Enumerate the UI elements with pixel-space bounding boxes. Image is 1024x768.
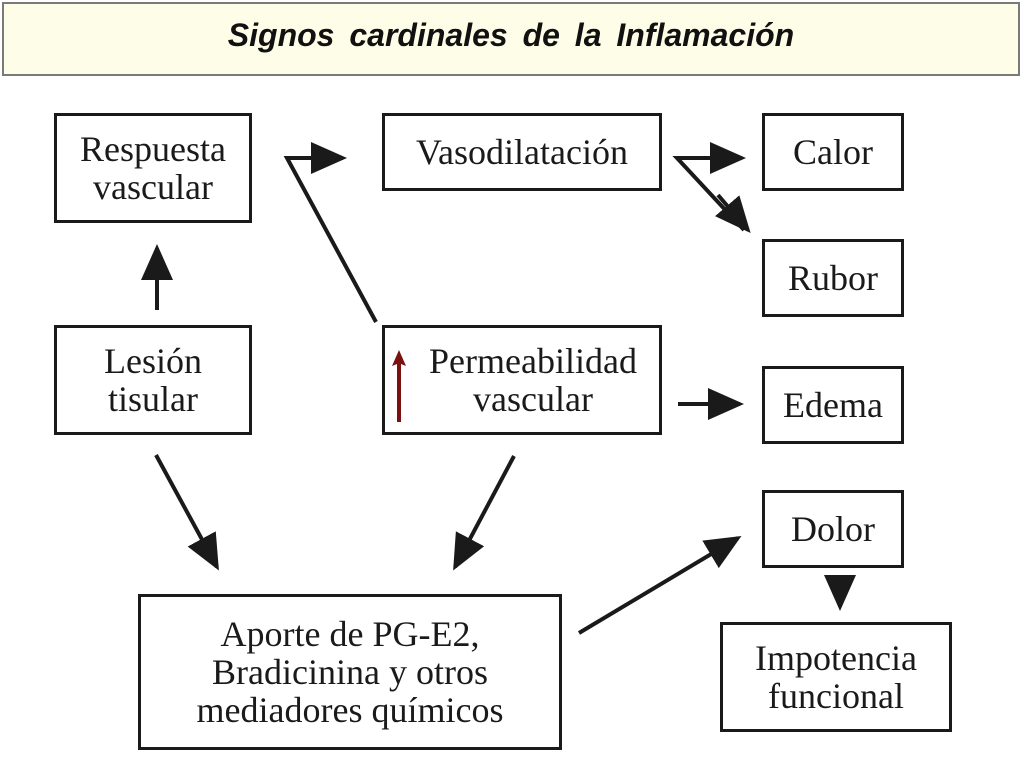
node-calor: Calor (762, 113, 904, 191)
node-dolor: Dolor (762, 490, 904, 568)
arrow-lesion-to-aporte (154, 454, 219, 571)
arrow-respuesta-to-vasodilatacion (283, 142, 378, 323)
up-arrow-icon (392, 350, 406, 422)
title-bar: Signos cardinales de la Inflamación (2, 2, 1020, 76)
node-rubor: Rubor (762, 239, 904, 317)
arrow-vasodilatacion-to-rubor-tip (715, 193, 751, 234)
node-vasodilatacion: Vasodilatación (382, 113, 662, 191)
node-edema: Edema (762, 366, 904, 444)
slide-title: Signos cardinales de la Inflamación (227, 16, 795, 53)
arrow-vasodilatacion-to-rubor (672, 142, 746, 232)
arrow-aporte-to-dolor (577, 535, 742, 635)
arrow-permeabilidad-to-aporte (453, 455, 516, 571)
